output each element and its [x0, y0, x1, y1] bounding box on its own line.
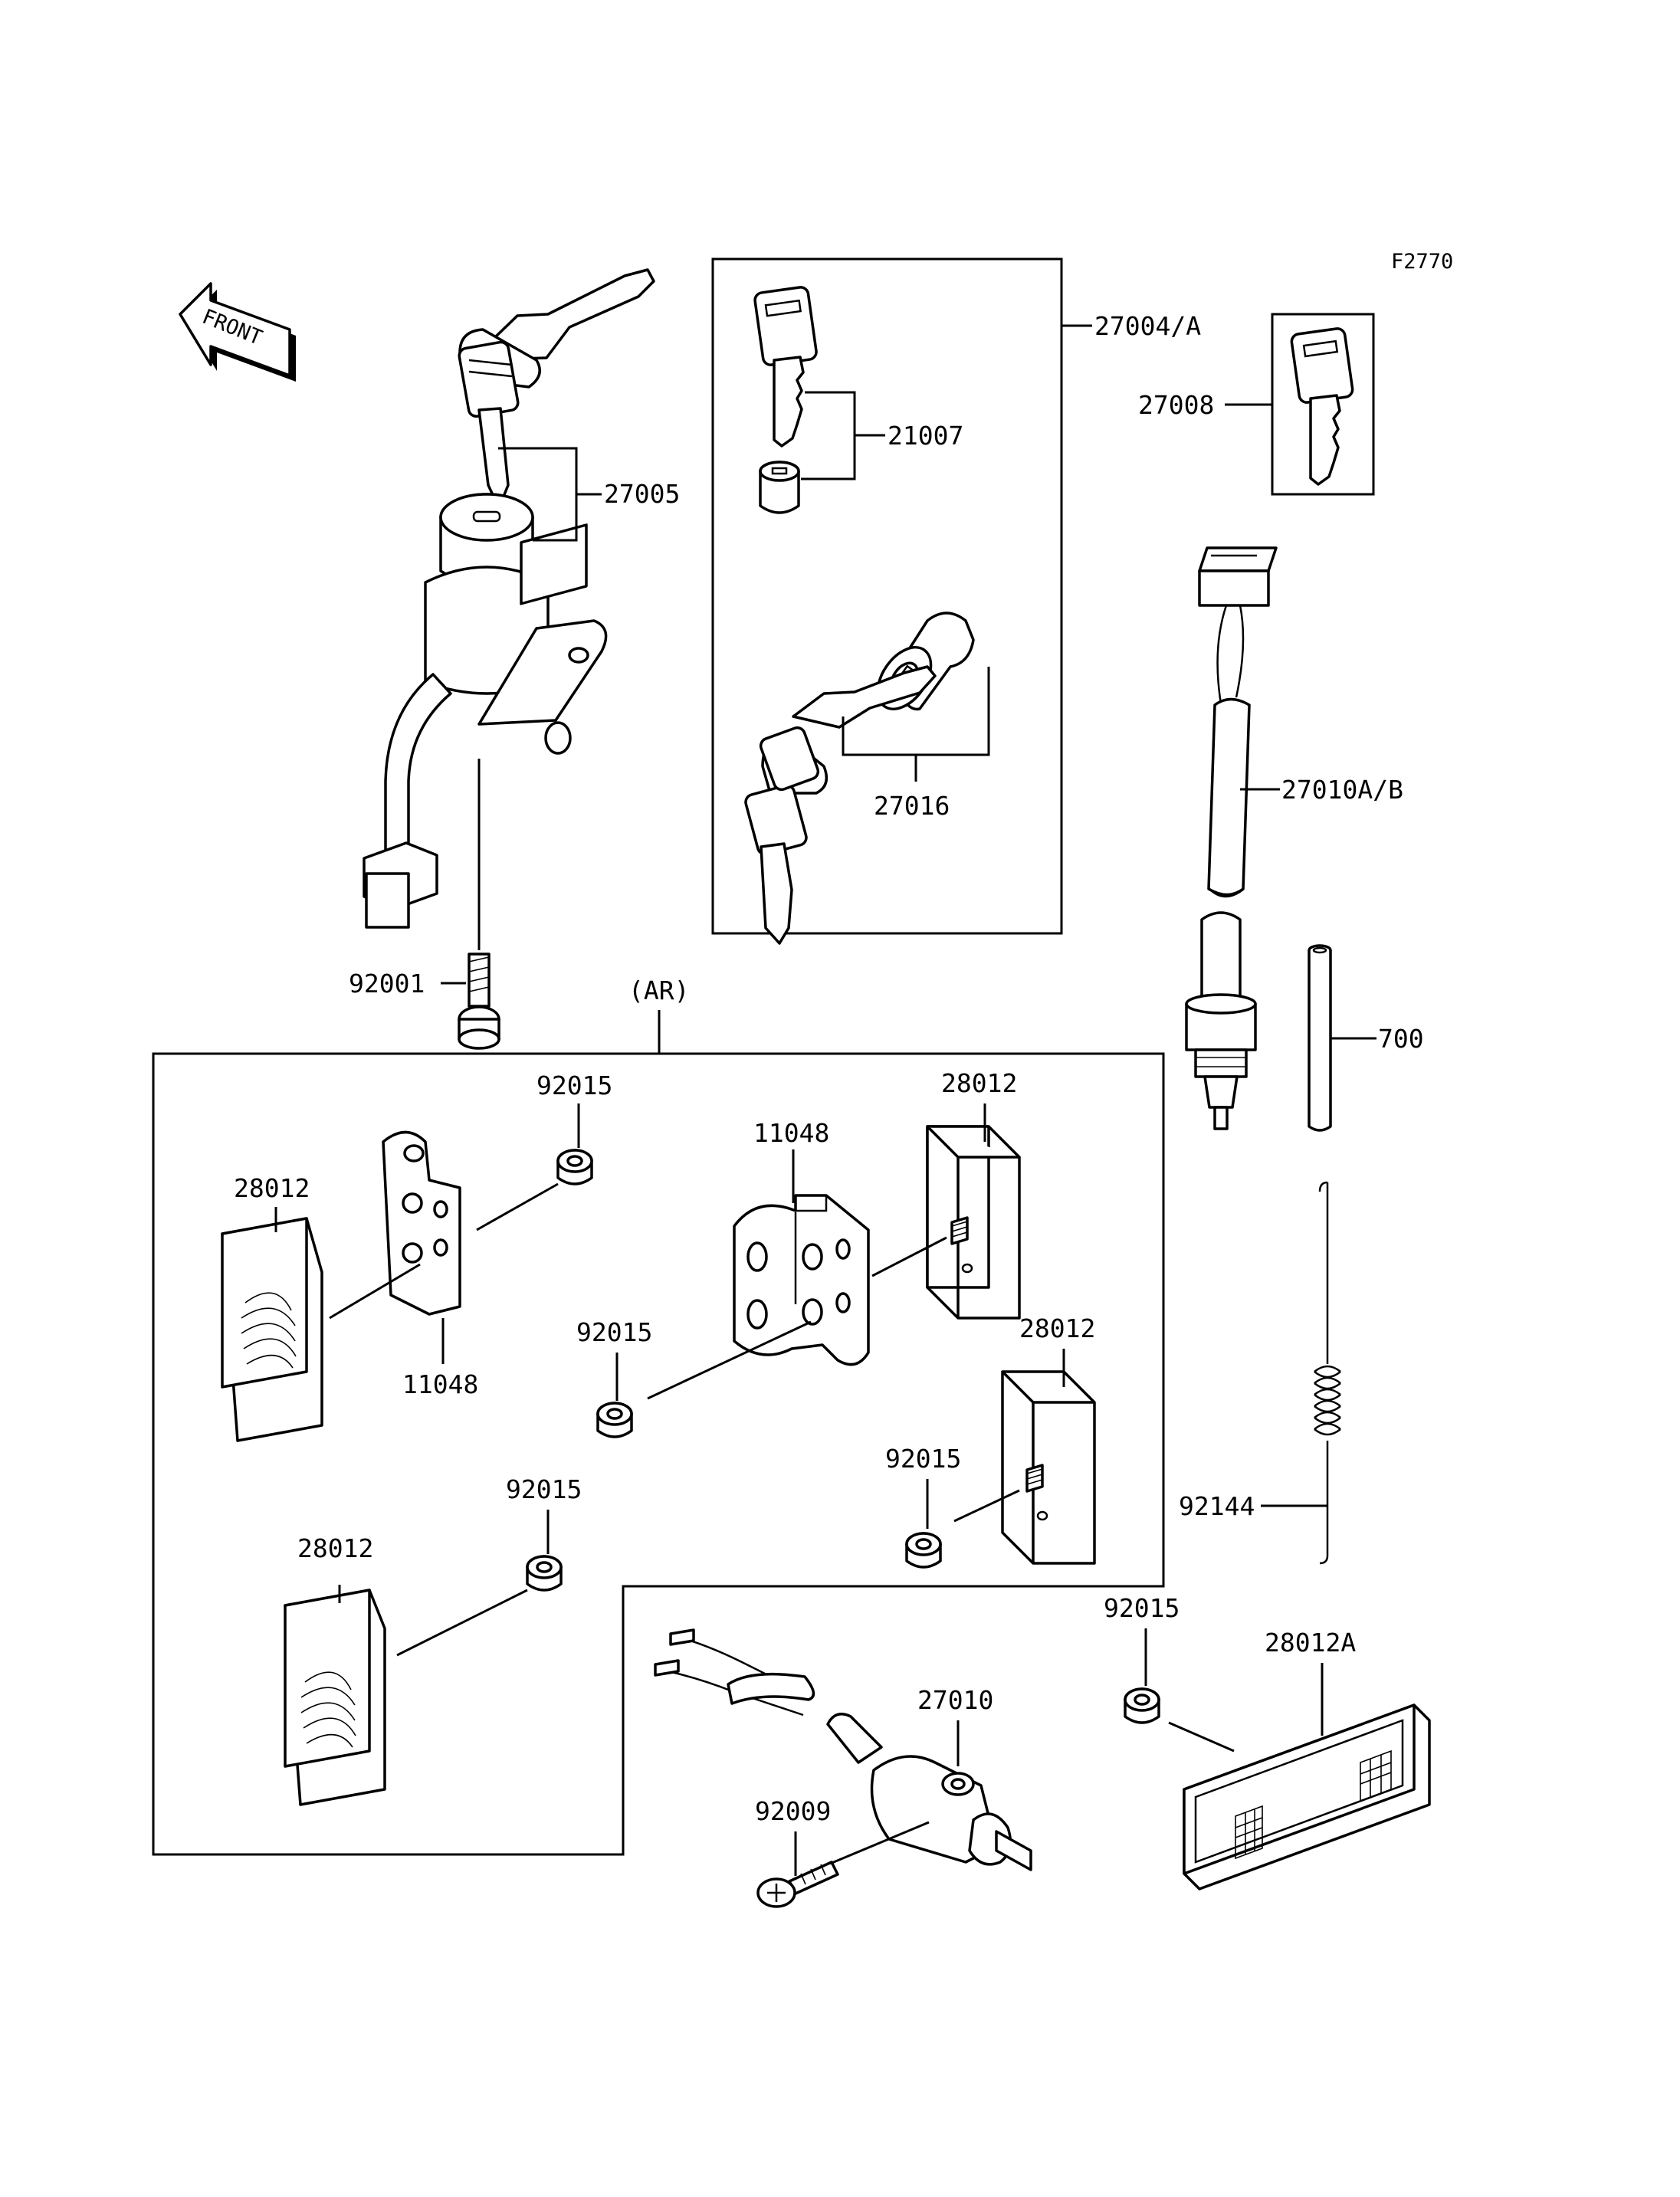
reflector-28012-bottom-part	[284, 1589, 386, 1806]
lock-27016-part	[744, 612, 975, 945]
key-21007-part	[753, 286, 818, 514]
key-27008-part	[1290, 327, 1354, 486]
callout-92015-e: 92015	[1104, 1593, 1180, 1623]
callout-92015-b: 92015	[576, 1317, 652, 1347]
front-arrow-icon: FRONT	[179, 282, 296, 382]
ignition-switch-part	[363, 268, 655, 1050]
callout-27008: 27008	[1138, 390, 1214, 420]
nut-92015-a-part	[556, 1149, 593, 1185]
callout-11048-left: 11048	[402, 1369, 478, 1399]
callout-92009: 92009	[755, 1796, 831, 1826]
reflector-28012-upper-part	[926, 1125, 1021, 1320]
callout-700: 700	[1378, 1024, 1424, 1054]
callout-92001: 92001	[349, 969, 425, 998]
callout-92015-a: 92015	[536, 1071, 612, 1100]
bracket-11048-left-part	[382, 1130, 461, 1316]
key-set-box	[711, 257, 1063, 935]
callout-28012-lower: 28012	[1019, 1313, 1095, 1343]
nut-92015-e-part	[1124, 1687, 1160, 1724]
callout-28012-bottom: 28012	[297, 1533, 373, 1563]
reflector-28012-left-part	[221, 1217, 323, 1442]
switch-27010-part	[654, 1628, 1032, 1871]
callout-92015-c: 92015	[885, 1444, 961, 1474]
callout-28012a: 28012A	[1265, 1628, 1356, 1658]
callout-28012-left: 28012	[234, 1173, 310, 1203]
nut-92015-d-part	[526, 1555, 563, 1592]
callout-92144: 92144	[1179, 1491, 1255, 1521]
bracket-11048-center-part	[733, 1194, 870, 1366]
reflector-28012a-part	[1183, 1703, 1431, 1890]
callout-27010: 27010	[917, 1685, 993, 1715]
callout-27005: 27005	[604, 479, 680, 509]
reflector-group-outline	[152, 1052, 1165, 1856]
callout-92015-d: 92015	[506, 1474, 582, 1504]
switch-27010ab-part	[1185, 546, 1278, 1130]
group-label: (AR)	[628, 976, 689, 1005]
callout-11048-center: 11048	[753, 1118, 829, 1148]
screw-92009-part	[756, 1861, 839, 1908]
callout-27016: 27016	[874, 791, 950, 821]
callout-21007: 21007	[888, 421, 963, 451]
callout-28012-upper: 28012	[941, 1068, 1017, 1098]
figure-code: F2770	[1391, 250, 1453, 274]
nut-92015-c-part	[905, 1532, 942, 1569]
callout-27004a: 27004/A	[1094, 311, 1201, 341]
nut-92015-b-part	[596, 1402, 633, 1438]
callout-27010ab: 27010A/B	[1281, 775, 1403, 805]
spring-rod-92144-part	[1314, 1181, 1341, 1565]
tube-700-part	[1308, 944, 1332, 1132]
reflector-28012-lower-part	[1001, 1370, 1096, 1565]
